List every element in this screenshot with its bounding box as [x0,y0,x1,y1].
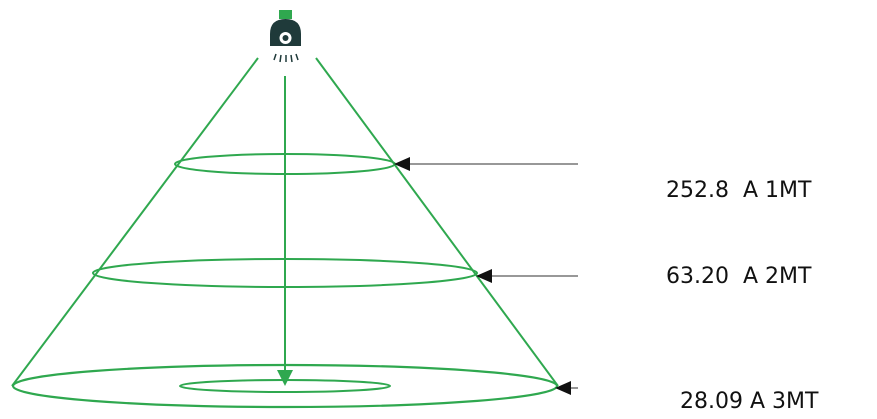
level-label-3m: 28.09 A 3MT [680,389,818,415]
light-fixture-icon [270,10,301,62]
level-label-2m: 63.20 A 2MT [666,264,811,290]
pointer-arrowhead-1m [394,157,410,171]
level-label-1m: 252.8 A 1MT [666,178,811,204]
pointer-arrowhead-3m [555,381,571,395]
cone-left-edge [12,58,258,386]
center-beam-arrowhead [277,370,293,386]
pointer-arrowhead-2m [476,269,492,283]
cone-right-edge [316,58,558,386]
